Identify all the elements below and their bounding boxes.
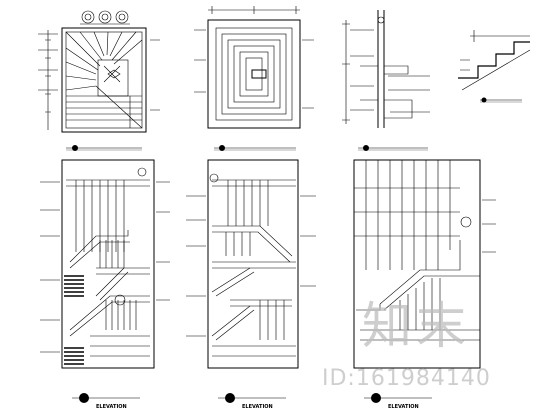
stair-plan-drawing: [38, 10, 160, 151]
section-detail-drawing: [342, 10, 430, 151]
elevation-title-1: ELEVATION: [96, 404, 127, 410]
elevation-title-2: ELEVATION: [242, 404, 273, 410]
watermark-logo: 知末: [362, 297, 470, 355]
ceiling-plan-drawing: [194, 6, 314, 151]
section-markers: [72, 97, 487, 403]
elevation-title-3: ELEVATION: [388, 404, 419, 410]
elevation-2-drawing: [186, 159, 316, 399]
elevation-1-drawing: [40, 159, 170, 399]
elevation-3-drawing: [353, 159, 496, 399]
stair-nosing-detail-drawing: [458, 30, 531, 103]
watermark-id: ID:161984140: [322, 366, 491, 391]
